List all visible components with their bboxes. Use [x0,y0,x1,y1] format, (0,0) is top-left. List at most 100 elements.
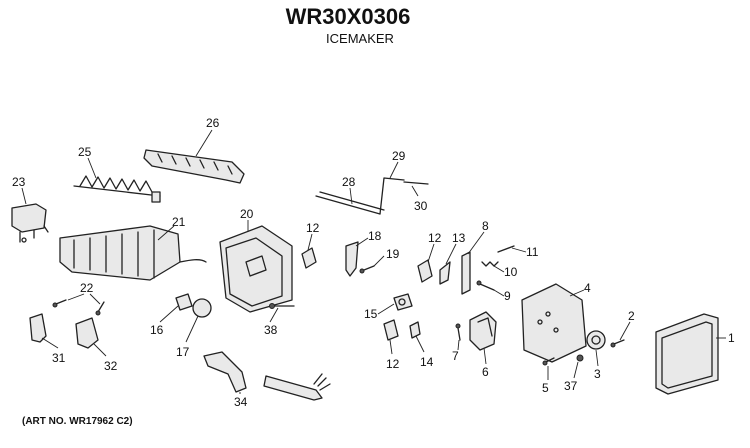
leader-10 [493,265,505,273]
diagram-subtitle: ICEMAKER [326,31,394,46]
callout-7: 7 [452,349,459,363]
leader-28 [349,187,353,205]
part-25-ejector [73,175,161,203]
callout-17: 17 [176,345,190,359]
part-18-bracket [345,241,359,277]
callout-37: 37 [564,379,578,393]
part-26-shelf [143,149,245,184]
callout-20: 20 [240,207,254,221]
callout-22: 22 [80,281,94,295]
part-3-gear [586,330,606,350]
callout-23: 23 [12,175,26,189]
part-20-housing [219,225,293,313]
part-12-cover-b [417,259,433,283]
callout-1: 1 [728,331,735,345]
callout-10: 10 [504,265,518,279]
part-5-screw [542,357,555,366]
callout-28: 28 [342,175,356,189]
callout-12b: 12 [428,231,442,245]
callout-12a: 12 [306,221,320,235]
leader-2 [619,321,631,341]
part-9-screw [476,280,495,291]
part-37-nut [576,354,584,362]
callout-13: 13 [452,231,466,245]
diagram-title: WR30X0306 [286,4,411,29]
part-30-pin [403,181,429,185]
part-16-part [175,293,193,311]
leader-22a [67,293,85,301]
leader-6 [483,347,487,365]
callout-38: 38 [264,323,278,337]
leader-23 [21,187,27,205]
callout-21: 21 [172,215,186,229]
leader-12b [427,243,435,263]
leader-17 [185,315,199,343]
part-12-cover-a [301,247,317,269]
part-32-bracket [75,317,99,349]
leader-16 [159,305,179,323]
callout-2: 2 [628,309,635,323]
leader-15 [377,303,395,315]
callout-11: 11 [526,245,539,259]
part-28-shutoff-arm [315,177,405,215]
leader-9 [493,289,505,297]
part-6-motor [469,311,497,351]
art-number: (ART NO. WR17962 C2) [22,416,133,427]
callout-18: 18 [368,229,382,243]
leader-12a [307,233,313,251]
callout-14: 14 [420,355,434,369]
part-13-switch [439,261,451,285]
callout-15: 15 [364,307,378,321]
leader-26 [195,129,213,157]
leader-12c [389,339,393,355]
part-8-strip [461,251,471,295]
callout-25: 25 [78,145,92,159]
part-22-screws [52,299,105,316]
leader-8 [467,231,485,255]
part-31-bracket [29,313,47,343]
callout-6: 6 [482,365,489,379]
part-12-cover-c [383,319,399,341]
part-1-cover [655,313,719,395]
leader-22b [89,293,101,305]
part-14-clip [409,321,421,339]
callout-32: 32 [104,359,118,373]
leader-19 [373,255,385,267]
callout-30: 30 [414,199,428,213]
leader-37 [573,361,579,379]
part-15-bushing [393,293,413,311]
part-7-screw [455,323,461,341]
leader-29 [389,161,399,179]
part-34-harness [203,351,331,401]
leader-18 [355,237,369,247]
callout-3: 3 [594,367,601,381]
part-10-spring [481,261,499,267]
callout-5: 5 [542,381,549,395]
leader-38 [269,307,279,323]
leader-25 [87,157,97,179]
part-11-pin [497,245,515,253]
callout-31: 31 [52,351,66,365]
leader-7 [457,339,460,351]
leader-21 [157,225,175,241]
callout-34: 34 [234,395,248,409]
callout-4: 4 [584,281,591,295]
leader-4 [569,289,585,297]
part-19-screw [359,265,375,274]
part-17-thermostat [192,298,212,318]
callout-19: 19 [386,247,400,261]
callout-12c: 12 [386,357,400,371]
leader-14 [415,335,425,353]
callout-8: 8 [482,219,489,233]
callout-16: 16 [150,323,164,337]
part-38-screw [269,303,295,309]
leader-13 [445,243,457,265]
part-21-mold [59,225,207,281]
part-23-fill-cup [11,203,49,243]
callout-29: 29 [392,149,406,163]
leader-11 [511,247,527,253]
leader-30 [411,185,419,197]
leader-3 [595,349,599,367]
part-4-plate [521,283,587,363]
